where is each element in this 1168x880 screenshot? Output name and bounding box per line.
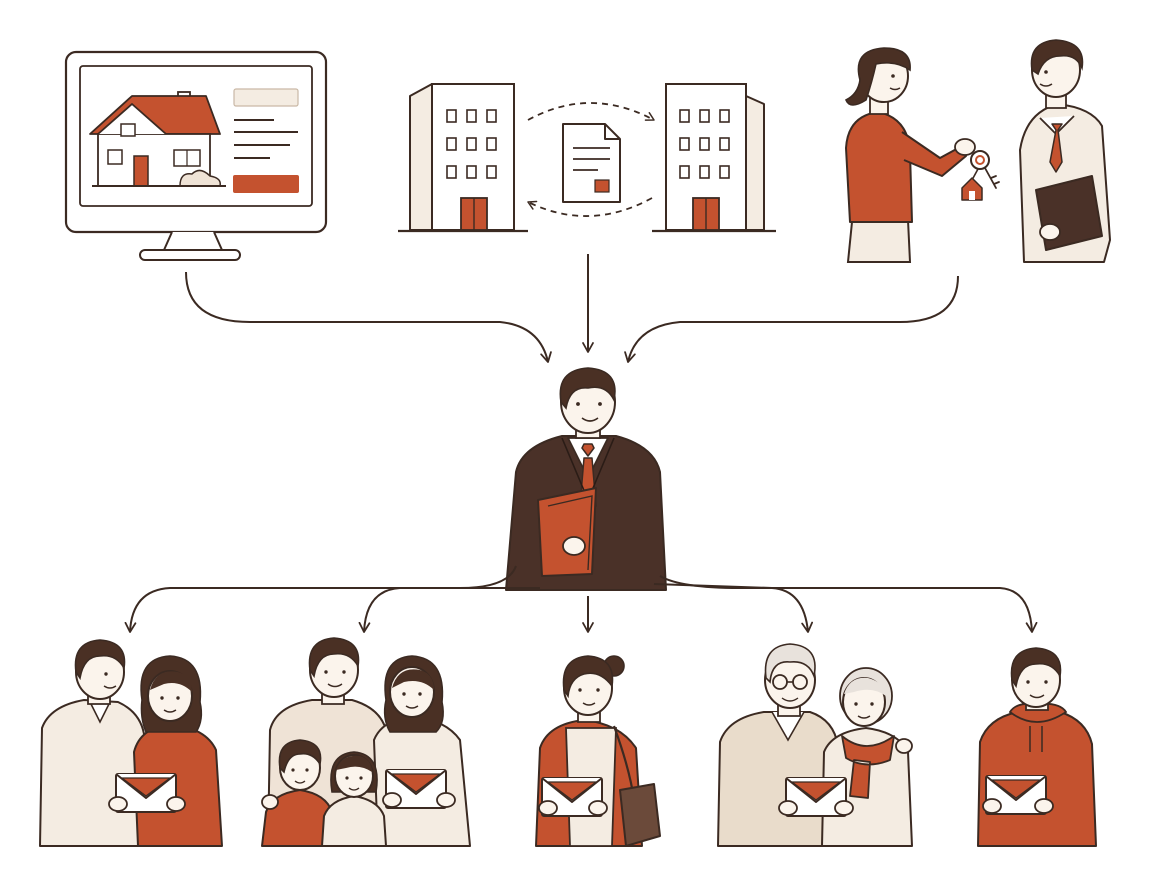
office-building-left (398, 83, 528, 233)
arrow-agent-to-family (358, 587, 540, 633)
family-recipient-icon (261, 637, 471, 847)
man-receiving-keys (1019, 39, 1111, 263)
arrow-agent-to-young-man (659, 575, 1038, 633)
real-estate-agent-icon (505, 367, 667, 591)
exchange-arrow-top (527, 102, 655, 121)
key-handover-icon (844, 39, 1111, 263)
young-man-recipient-icon (977, 647, 1097, 847)
arrow-agent-to-seniors (653, 583, 814, 633)
senior-couple-recipient-icon (717, 643, 913, 847)
exchange-arrow-bottom (527, 197, 653, 217)
keys-icon (961, 150, 1000, 201)
arrow-monitor-to-agent (185, 271, 552, 363)
arrow-agent-to-couple (124, 565, 517, 633)
woman-handing-keys (844, 47, 976, 263)
monitor-house-listing-icon (64, 50, 328, 261)
office-buildings-document-exchange-icon (398, 83, 776, 233)
arrow-handover-to-agent (624, 275, 959, 363)
woman-recipient-icon (535, 655, 661, 847)
office-building-right (652, 83, 776, 233)
couple-recipient-icon (39, 639, 223, 847)
document-icon (562, 123, 621, 203)
